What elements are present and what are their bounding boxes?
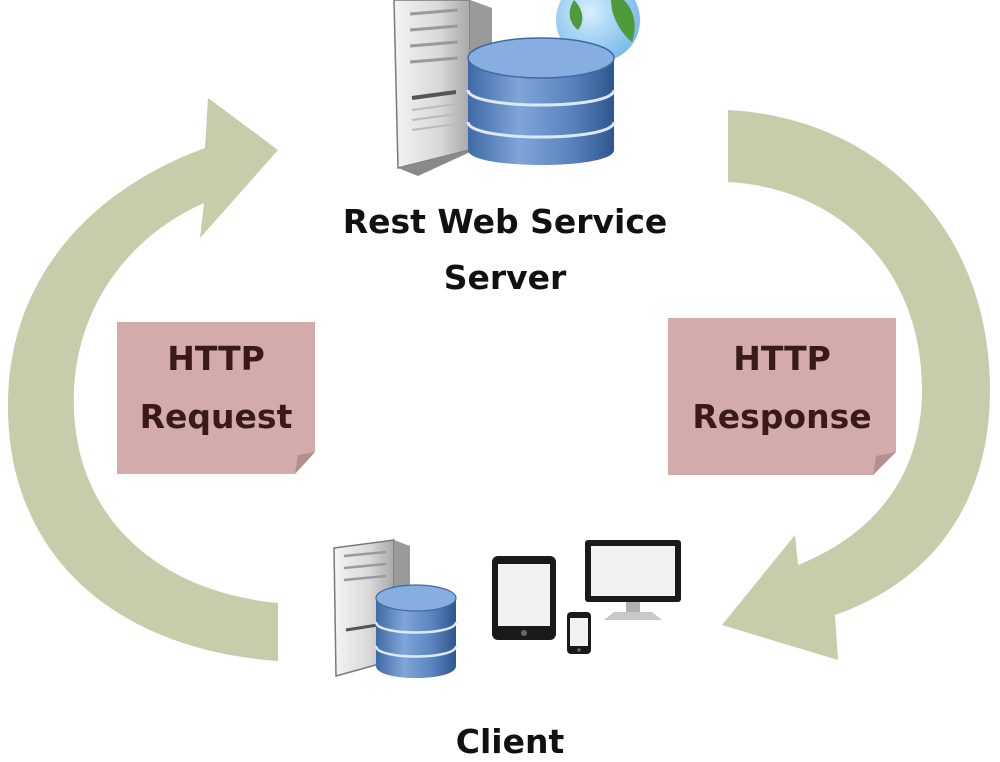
client-title: Client [455,722,565,761]
tablet-icon [492,556,556,640]
request-note [117,322,315,474]
server-icon [393,0,640,176]
phone-icon [567,612,591,654]
response-note [668,318,896,475]
monitor-icon [585,540,681,620]
client-server-icon [333,539,458,678]
database-icon [466,37,616,165]
client-database-icon [374,584,458,678]
request-line1: HTTP [167,339,265,378]
request-arrow [7,98,279,661]
response-note-label: HTTP Response [668,330,896,446]
response-arrow [722,110,990,660]
request-note-label: HTTP Request [117,330,315,446]
request-line2: Request [139,397,293,436]
response-line2: Response [692,397,872,436]
response-line1: HTTP [733,339,831,378]
server-title: Rest Web Service Server [342,202,668,297]
